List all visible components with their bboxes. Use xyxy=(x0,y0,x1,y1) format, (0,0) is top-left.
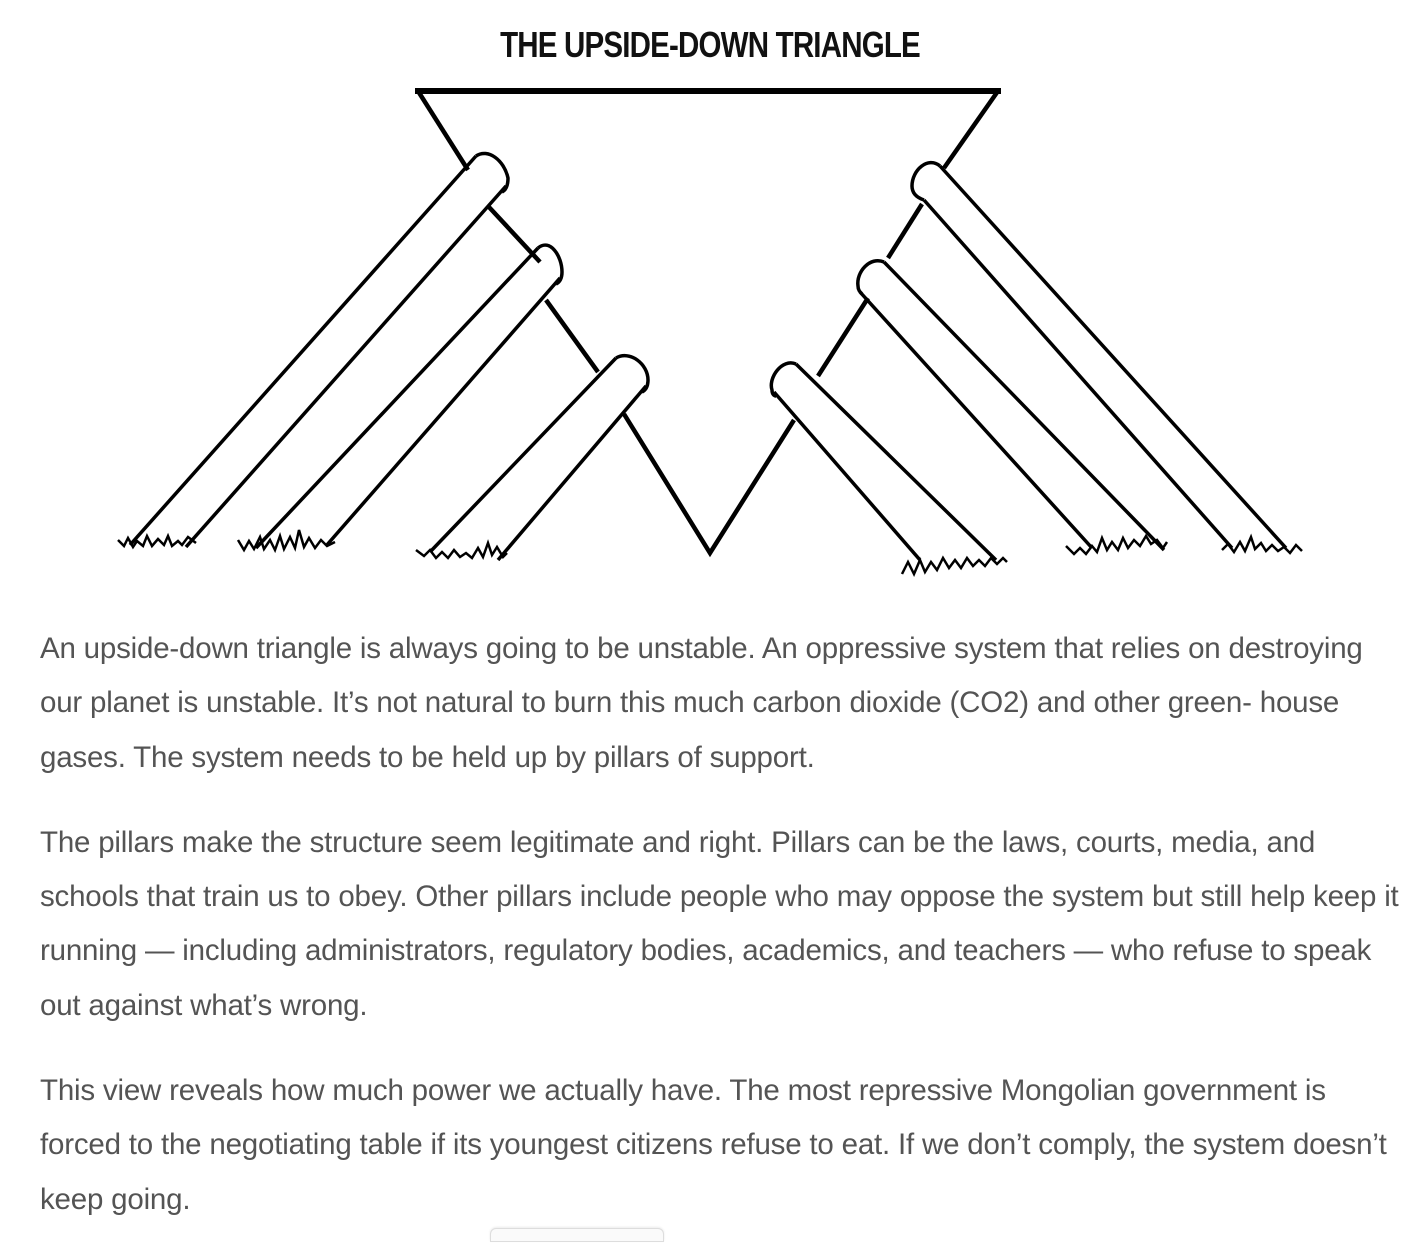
figure-title: THE UPSIDE-DOWN TRIANGLE xyxy=(500,24,921,65)
grass-right-1 xyxy=(1221,533,1303,555)
triangle-left-edge-lower xyxy=(544,298,600,374)
pillar-right-1 xyxy=(910,160,1288,550)
pillar-left-2 xyxy=(254,243,564,550)
upside-down-triangle-figure: THE UPSIDE-DOWN TRIANGLE xyxy=(0,0,1420,600)
triangle-right-edge-mid xyxy=(886,202,924,260)
paragraph-power: This view reveals how much power we actu… xyxy=(40,1074,1387,1216)
pillar-left-1 xyxy=(128,151,510,549)
grass-right-2 xyxy=(1065,533,1169,556)
paragraph-triangle-unstable: An upside-down triangle is always going … xyxy=(40,632,1363,774)
triangle-right-edge xyxy=(942,89,1000,170)
triangle-illustration xyxy=(117,88,1303,577)
pillar-left-3 xyxy=(428,354,650,562)
grass-left-1 xyxy=(117,532,197,550)
grass-left-3 xyxy=(415,539,508,561)
triangle-right-edge-lower xyxy=(816,296,870,378)
bottom-tab-handle[interactable] xyxy=(490,1228,664,1242)
grass-right-3 xyxy=(900,555,1008,577)
triangle-bottom-vertex xyxy=(622,412,796,558)
article-body: An upside-down triangle is always going … xyxy=(40,622,1400,1258)
paragraph-pillars: The pillars make the structure seem legi… xyxy=(40,825,1399,1022)
pillar-right-2 xyxy=(856,258,1166,552)
grass-left-2 xyxy=(236,529,336,554)
triangle-left-edge xyxy=(416,89,470,172)
pillar-right-3 xyxy=(769,361,998,562)
